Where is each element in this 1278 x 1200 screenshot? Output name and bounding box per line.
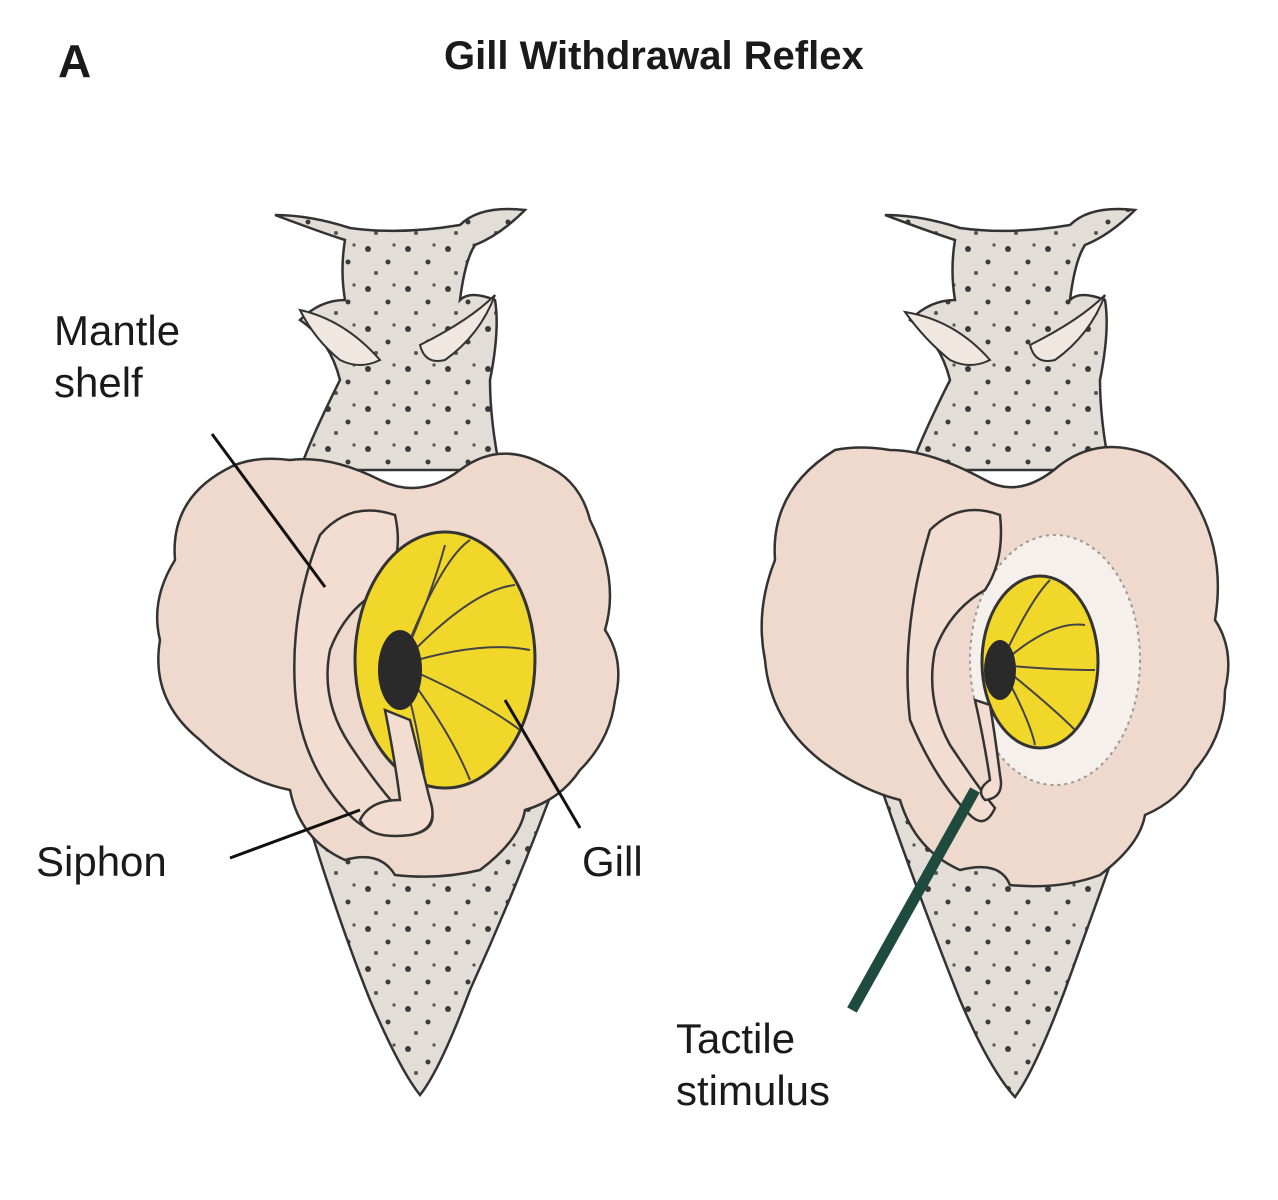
leader-siphon <box>229 808 361 860</box>
label-mantle-shelf: Mantle shelf <box>54 307 181 406</box>
gill-right <box>980 574 1100 750</box>
leader-mantle-shelf <box>210 433 327 588</box>
rhinophore-left-b <box>418 294 496 362</box>
label-gill: Gill <box>582 838 643 885</box>
siphon-left <box>358 707 434 838</box>
label-siphon: Siphon <box>36 838 167 885</box>
siphon-right <box>973 698 1003 802</box>
rhinophore-right-a <box>902 310 992 366</box>
animal-withdrawn <box>760 207 1230 1099</box>
leader-gill <box>503 699 582 829</box>
head-right <box>884 207 1138 472</box>
tactile-probe <box>847 787 980 1013</box>
label-tactile-stimulus: Tactile stimulus <box>676 1015 831 1114</box>
rhinophore-right-b <box>1028 294 1106 362</box>
mantle-shelf-right <box>906 508 1003 823</box>
head-left <box>274 207 528 472</box>
panel-letter: A <box>58 35 92 87</box>
rhinophore-left-a <box>298 308 382 366</box>
animal-resting <box>155 207 620 1098</box>
figure-title: Gill Withdrawal Reflex <box>444 34 864 78</box>
